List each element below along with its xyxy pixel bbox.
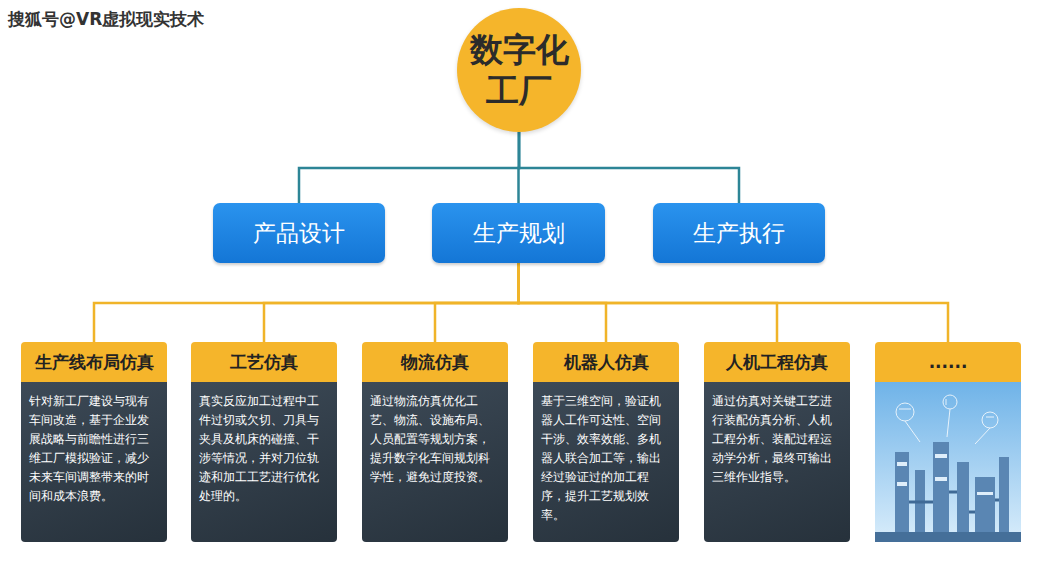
simulation-card: ...... xyxy=(875,342,1021,542)
tree-connector xyxy=(519,263,949,342)
center-circle: 数字化工厂 xyxy=(457,8,581,132)
card-description: 基于三维空间，验证机器人工作可达性、空间干涉、效率效能、多机器人联合加工等，输出… xyxy=(533,382,679,542)
card-heading: 人机工程仿真 xyxy=(704,342,850,382)
card-description: 通过物流仿真优化工艺、物流、设施布局、人员配置等规划方案，提升数字化车间规划科学… xyxy=(362,382,508,542)
category-box: 生产执行 xyxy=(653,203,825,263)
card-heading: ...... xyxy=(875,342,1021,382)
simulation-card: 工艺仿真真实反应加工过程中工件过切或欠切、刀具与夹具及机床的碰撞、干涉等情况，并… xyxy=(191,342,337,542)
card-heading: 机器人仿真 xyxy=(533,342,679,382)
card-heading: 生产线布局仿真 xyxy=(21,342,167,382)
simulation-card: 物流仿真通过物流仿真优化工艺、物流、设施布局、人员配置等规划方案，提升数字化车间… xyxy=(362,342,508,542)
simulation-card: 机器人仿真基于三维空间，验证机器人工作可达性、空间干涉、效率效能、多机器人联合加… xyxy=(533,342,679,542)
category-label: 产品设计 xyxy=(253,218,345,249)
card-heading: 工艺仿真 xyxy=(191,342,337,382)
card-description: 真实反应加工过程中工件过切或欠切、刀具与夹具及机床的碰撞、干涉等情况，并对刀位轨… xyxy=(191,382,337,542)
category-label: 生产规划 xyxy=(473,218,565,249)
tree-connector xyxy=(264,263,519,342)
category-label: 生产执行 xyxy=(693,218,785,249)
factory-illustration xyxy=(875,382,1021,542)
card-description: 通过仿真对关键工艺进行装配仿真分析、人机工程分析、装配过程运动学分析，最终可输出… xyxy=(704,382,850,542)
tree-connector xyxy=(299,132,519,203)
category-box: 生产规划 xyxy=(432,203,605,263)
watermark: 搜狐号@VR虚拟现实技术 xyxy=(8,8,204,31)
card-description: 针对新工厂建设与现有车间改造，基于企业发展战略与前瞻性进行三维工厂模拟验证，减少… xyxy=(21,382,167,542)
tree-connector xyxy=(519,132,739,203)
tree-connector xyxy=(435,263,519,342)
tree-connector xyxy=(94,263,519,342)
simulation-card: 人机工程仿真通过仿真对关键工艺进行装配仿真分析、人机工程分析、装配过程运动学分析… xyxy=(704,342,850,542)
category-box: 产品设计 xyxy=(213,203,385,263)
card-heading: 物流仿真 xyxy=(362,342,508,382)
center-title: 数字化工厂 xyxy=(466,29,572,112)
simulation-card: 生产线布局仿真针对新工厂建设与现有车间改造，基于企业发展战略与前瞻性进行三维工厂… xyxy=(21,342,167,542)
